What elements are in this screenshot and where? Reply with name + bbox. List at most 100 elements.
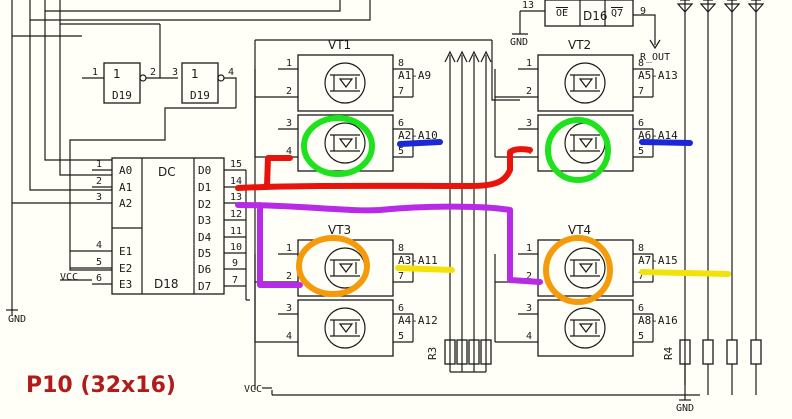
net-label: A1-A9 (398, 69, 431, 82)
pin-label: 6 (398, 118, 404, 129)
transistor-name: VT1 (328, 38, 351, 52)
register-oe-label: OE (556, 8, 568, 19)
inverter-2-pin-in: 3 (172, 67, 178, 78)
annotation-orange-circle-vt3 (296, 235, 370, 297)
svg-text:9: 9 (232, 258, 238, 269)
pin-label: 5 (638, 331, 644, 342)
diagram-title: P10 (32x16) (26, 373, 176, 398)
pin-label: 7 (398, 86, 404, 97)
gnd-label-left: GND (8, 314, 26, 325)
svg-text:D1: D1 (198, 181, 211, 194)
pin-label: 4 (286, 331, 292, 342)
pin-label: 5 (638, 146, 644, 157)
svg-text:E1: E1 (119, 245, 132, 258)
annotation-yellow-line-vt3 (395, 265, 455, 273)
pin-label: 5 (398, 146, 404, 157)
transistor-name: VT2 (568, 38, 591, 52)
inverter-1: 1 D19 1 2 (82, 24, 178, 104)
svg-text:15: 15 (230, 159, 242, 170)
svg-text:E3: E3 (119, 278, 132, 291)
pin-label: 4 (286, 146, 292, 157)
transistor-name: VT3 (328, 223, 351, 237)
inverter-1-pin-in: 1 (92, 67, 98, 78)
pin-label: 1 (286, 243, 292, 254)
transistor-name: VT4 (568, 223, 591, 237)
vcc-label-bottom: VCC (244, 384, 262, 395)
pin-label: 7 (638, 271, 644, 282)
svg-text:5: 5 (96, 257, 102, 268)
pin-label: 8 (398, 243, 404, 254)
pin-label: 7 (398, 271, 404, 282)
pin-label: 1 (526, 243, 532, 254)
svg-text:A1: A1 (119, 181, 132, 194)
svg-text:E2: E2 (119, 262, 132, 275)
svg-text:A0: A0 (119, 164, 132, 177)
inverter-1-pin-out: 2 (150, 67, 156, 78)
bus-arrows: R3 (426, 50, 492, 373)
decoder-designator: D18 (154, 277, 179, 291)
net-label: A6-A14 (638, 129, 678, 142)
net-label: A3-A11 (398, 254, 438, 267)
svg-text:4: 4 (96, 240, 102, 251)
annotation-blue-line-vt2 (639, 139, 693, 146)
net-label: A7-A15 (638, 254, 678, 267)
inverter-2-designator: D19 (190, 89, 210, 102)
resistor-r3-label: R3 (426, 347, 439, 360)
pin-label: 6 (398, 303, 404, 314)
annotation-orange-circle-vt4 (543, 235, 613, 305)
svg-text:A2: A2 (119, 197, 132, 210)
register-pin-q7: 9 (640, 6, 646, 17)
annotation-yellow-line-vt4 (639, 269, 731, 277)
top-bus-wires (11, 0, 371, 315)
svg-text:D3: D3 (198, 214, 211, 227)
gnd-label-top: GND (510, 37, 528, 48)
svg-text:14: 14 (230, 176, 242, 187)
svg-text:1: 1 (96, 159, 102, 170)
svg-text:D4: D4 (198, 231, 212, 244)
svg-text:7: 7 (232, 275, 238, 286)
net-label: A2-A10 (398, 129, 438, 142)
register-pin-oe: 13 (522, 0, 534, 11)
svg-text:11: 11 (230, 226, 242, 237)
pin-label: 2 (526, 86, 532, 97)
svg-text:D5: D5 (198, 247, 211, 260)
inverter-2: 1 D19 3 4 (69, 62, 237, 271)
pin-label: 3 (526, 303, 532, 314)
annotation-red-line-vt1-gate (264, 155, 293, 189)
pin-label: 2 (526, 271, 532, 282)
decoder-vcc-label: VCC (60, 272, 78, 283)
gnd-label-right: GND (676, 403, 694, 414)
svg-text:D2: D2 (198, 198, 211, 211)
pin-label: 8 (638, 58, 644, 69)
annotation-blue-line-vt1 (397, 139, 443, 147)
pin-label: 6 (638, 118, 644, 129)
register-designator: D16 (583, 9, 608, 23)
transistor-layer: VT11287A1-A93465A2-A10VT21287A5-A133465A… (254, 38, 678, 357)
pin-label: 2 (286, 271, 292, 282)
svg-text:D6: D6 (198, 263, 211, 276)
svg-text:D0: D0 (198, 164, 211, 177)
annotation-purple-line (235, 202, 543, 288)
net-label: A8-A16 (638, 314, 678, 327)
annotation-green-circle-vt2 (545, 117, 611, 183)
annotation-green-circle-vt1 (301, 115, 375, 177)
inverter-1-designator: D19 (112, 89, 132, 102)
pin-label: 2 (286, 86, 292, 97)
pin-label: 3 (286, 118, 292, 129)
pin-label: 3 (526, 118, 532, 129)
svg-text:10: 10 (230, 242, 242, 253)
decoder-name: DC (158, 165, 176, 179)
register-q7-label: Q7 (611, 8, 623, 19)
svg-text:2: 2 (96, 176, 102, 187)
right-resistors: GND R4 (662, 0, 765, 414)
net-label: A5-A13 (638, 69, 678, 82)
annotation-red-line-vt1 (235, 146, 533, 191)
svg-text:6: 6 (96, 273, 102, 284)
pin-label: 5 (398, 331, 404, 342)
